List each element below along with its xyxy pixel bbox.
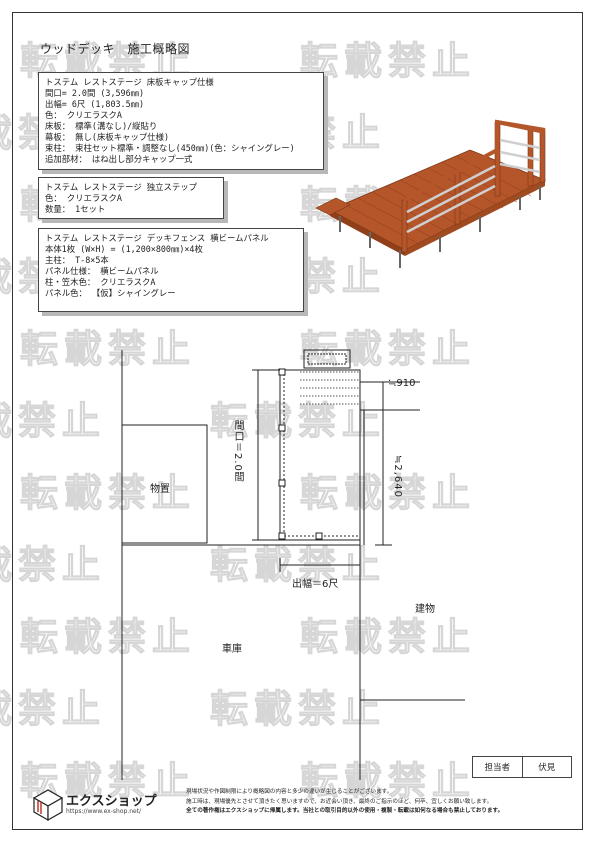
box1-line: 出幅= 6尺 (1,803.5㎜): [45, 99, 145, 109]
building-label: 建物: [415, 604, 435, 615]
step-plan: [303, 349, 351, 369]
assignee-table: 担当者 伏見: [472, 756, 572, 778]
notice-line-3: 全ての著作権はエクスショップに帰属します。当社との取引目的以外の使用・複製・転載…: [186, 808, 504, 814]
storage-shed: [121, 424, 208, 544]
dimension-910-label: ≒910: [388, 378, 416, 389]
box2-line: 色： クリエラスクA: [45, 193, 122, 203]
box1-line: トステム レストステージ 床板キャップ仕様: [45, 77, 214, 87]
box3-line: パネル仕様： 横ビームパネル: [45, 266, 159, 276]
notice-line-2: 施工時は、現場優先とさせて頂きたく思いますので、お近会い頂き、最終のご指示のほど…: [186, 798, 493, 805]
box1-line: 床板： 標準(溝なし)/縦貼り: [45, 121, 158, 131]
box1-line: 追加部材： はね出し部分キャップ一式: [45, 154, 193, 164]
box3-line: 柱・笠木色： クリエラスクA: [45, 277, 156, 287]
assignee-label: 担当者: [473, 757, 523, 777]
garage-label: 車庫: [222, 644, 242, 655]
box1-line: 色： クリエラスクA: [45, 110, 122, 120]
dimension-2640-label: ≒2,640: [392, 455, 403, 499]
fence-spec-box: トステム レストステージ デッキフェンス 横ビームパネル本体1枚 (W×H) =…: [38, 228, 304, 312]
notice-line-1: 現場状況や作図制限により概略図の内容と多少の違いが生じることがございます。: [186, 789, 393, 795]
footer-notice: 現場状況や作図制限により概略図の内容と多少の違いが生じることがございます。 施工…: [186, 788, 503, 817]
box3-line: トステム レストステージ デッキフェンス 横ビームパネル: [45, 233, 269, 243]
box3-line: 本体1枚 (W×H) = (1,200×800㎜)×4枚: [45, 244, 203, 254]
page-title: ウッドデッキ 施工概略図: [40, 42, 191, 56]
box1-line: 幕板： 無し(床板キャップ仕様): [45, 132, 170, 142]
drawing-frame: [12, 12, 583, 830]
box2-line: 数量： 1セット: [45, 204, 106, 214]
box3-line: パネル色： 【仮】シャイングレー: [45, 288, 176, 298]
brand-url: https://www.ex-shop.net/: [66, 808, 142, 815]
storage-label: 物置: [150, 484, 170, 495]
box1-line: 束柱： 束柱セット標準・調整なし(450㎜)(色：シャイングレー): [45, 143, 295, 153]
opening-dimension-label: 間口＝2.0間: [232, 420, 243, 483]
projection-dimension-label: 出幅＝6尺: [292, 579, 339, 590]
deck-spec-box: トステム レストステージ 床板キャップ仕様間口= 2.0間 (3,596㎜)出幅…: [38, 72, 324, 170]
box1-line: 間口= 2.0間 (3,596㎜): [45, 88, 145, 98]
box3-line: 主柱： T-8×5本: [45, 255, 109, 265]
box2-line: トステム レストステージ 独立ステップ: [45, 182, 198, 192]
assignee-name: 伏見: [538, 763, 556, 773]
brand-logo-text: エクスショップ: [66, 794, 157, 809]
